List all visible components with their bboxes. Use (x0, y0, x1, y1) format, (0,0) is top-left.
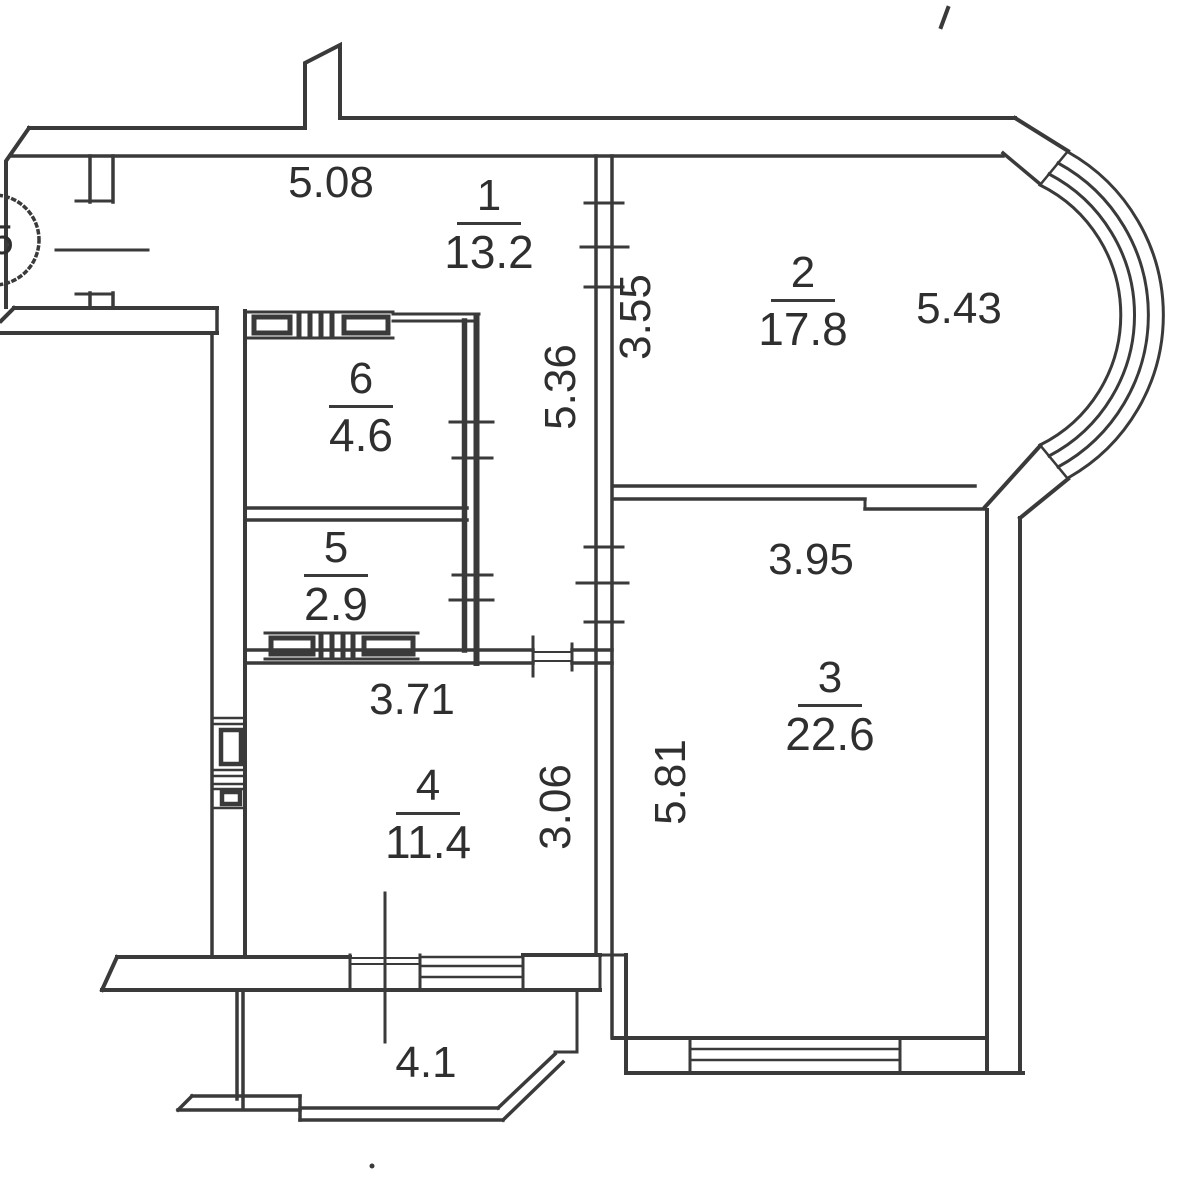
dim-room4-depth: 3.06 (531, 764, 580, 850)
dim-room2-depth: 3.55 (611, 274, 660, 360)
room5-vent-band (263, 631, 420, 661)
room3-window (688, 1036, 902, 1075)
room-6-rule (329, 405, 393, 408)
dim-room4-width: 3.71 (369, 675, 455, 724)
interior-walls (88, 154, 987, 1040)
entrance-wall (88, 154, 115, 204)
scan-marks (369, 5, 951, 1169)
room-3-number: 3 (817, 653, 843, 702)
door-ticks (54, 199, 630, 678)
room-4-rule (396, 812, 460, 815)
room-3-rule (798, 704, 862, 707)
room-1-rule (457, 222, 521, 225)
outer-walls (0, 41, 1071, 1075)
axis-marker-circle (0, 193, 41, 287)
balcony (175, 988, 579, 1123)
room-5-area: 2.9 (304, 578, 368, 630)
room-3-label: 3 22.6 (760, 653, 900, 760)
room-2-area: 17.8 (758, 303, 848, 355)
room-2-label: 2 17.8 (733, 248, 873, 355)
room6-vent-band (246, 310, 395, 340)
dim-balcony-area: 4.1 (395, 1038, 457, 1087)
room-5-rule (304, 574, 368, 577)
room-2-rule (771, 299, 835, 302)
room4-window-door (348, 891, 525, 1044)
room-2-number: 2 (790, 248, 816, 297)
dim-bay-width: 5.43 (916, 284, 1002, 333)
room-6-number: 6 (348, 354, 374, 403)
dim-room3-width: 3.95 (768, 535, 854, 584)
room-4-label: 4 11.4 (358, 761, 498, 868)
room-5-number: 5 (323, 523, 349, 572)
roof-protrusion (303, 41, 342, 130)
room-1-label: 1 13.2 (419, 171, 559, 278)
room-6-label: 6 4.6 (291, 354, 431, 461)
room-6-area: 4.6 (329, 409, 393, 461)
wall-room5-room6 (243, 506, 469, 522)
axis-marker-label: 5 (0, 216, 14, 263)
room-1-area: 13.2 (444, 226, 534, 278)
room-4-area: 11.4 (384, 816, 472, 868)
room-1-number: 1 (476, 171, 502, 220)
vent-shaft-symbols (210, 716, 247, 810)
dim-room3-depth: 5.81 (646, 739, 695, 825)
bay-window-arc (1037, 149, 1165, 481)
room-5-label: 5 2.9 (266, 523, 406, 630)
room-3-area: 22.6 (785, 708, 875, 760)
dim-top-width: 5.08 (288, 158, 374, 207)
room-4-number: 4 (415, 761, 441, 810)
dim-hall-depth: 5.36 (536, 344, 585, 430)
